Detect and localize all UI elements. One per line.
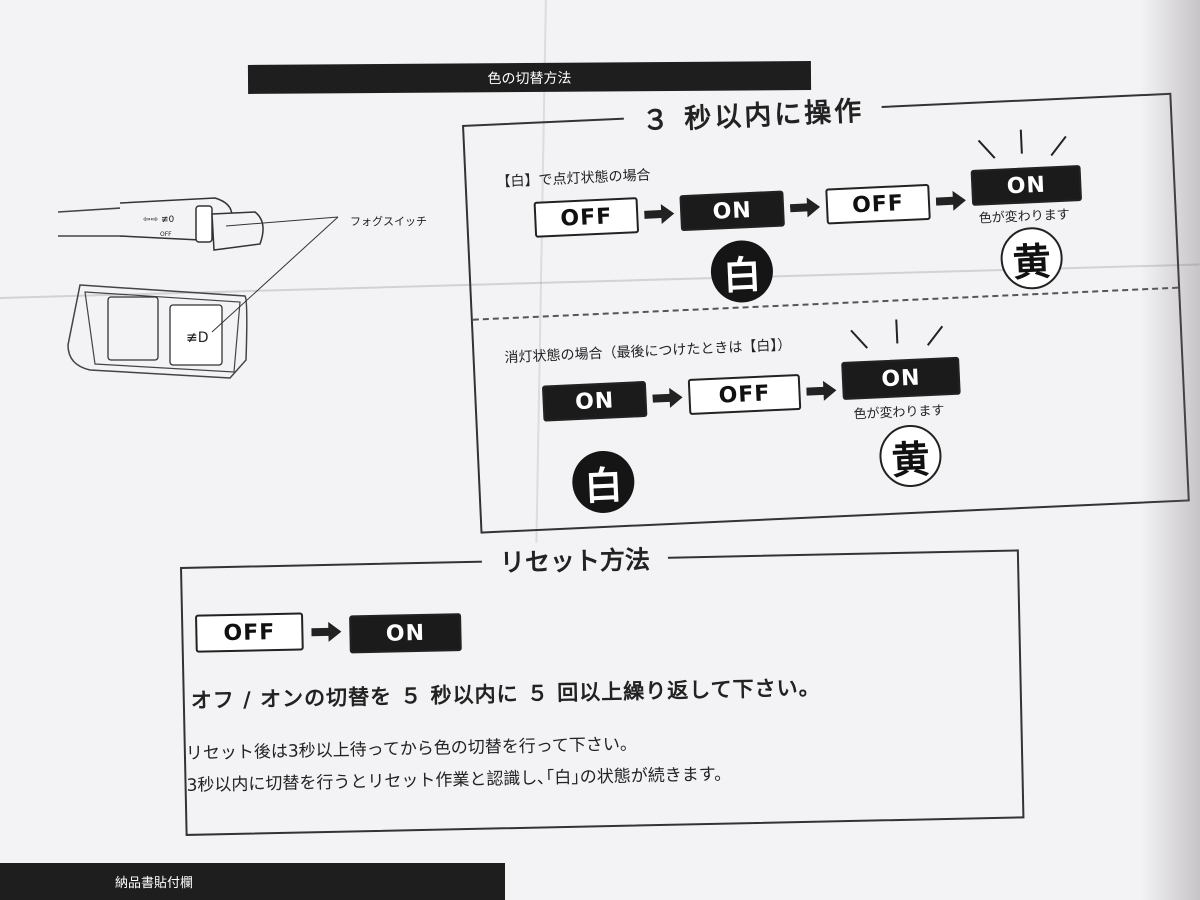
reset-note-2: 3秒以内に切替を行うとリセット作業と認識し､｢白｣の状態が続きます。 [186,764,732,796]
arrow-right-icon [789,197,821,218]
arrow-right-icon [311,621,342,642]
reset-note-1: リセット後は3秒以上待ってから色の切替を行って下さい。 [185,734,638,764]
light-ray-icon [1050,135,1067,157]
case-divider [472,286,1179,321]
case2-label: 消灯状態の場合（最後につけたときは【白】） [504,337,792,367]
arrow-right-icon [935,190,966,211]
arrow-right-icon [806,380,837,401]
case1-step1-button: OFF [533,197,640,238]
reset-title: リセット方法 [481,539,669,580]
light-ray-icon [926,325,944,346]
case2-color-change-note: 色が変わります [853,403,945,423]
arrow-right-icon [644,204,675,225]
reset-off-button: OFF [195,612,304,653]
light-ray-icon [850,329,868,349]
case1-white-badge: 白 [709,239,775,304]
case1-label: 【白】で点灯状態の場合 [496,167,651,191]
reset-on-button: ON [349,613,462,654]
light-ray-icon [895,319,899,344]
background-edge [1140,0,1200,900]
case2-step2-button: OFF [687,373,802,415]
reset-panel: リセット方法 OFF ON オフ / オンの切替を ５ 秒以内に ５ 回以上繰り… [180,539,1025,836]
light-ray-icon [1019,129,1023,154]
fog-switch-label: フォグスイッチ [350,215,427,228]
operation-title: ３ 秒以内に操作 [623,87,883,139]
svg-text:⇦⇨ ≢0: ⇦⇨ ≢0 [143,215,174,225]
case1-color-change-note: 色が変わります [978,207,1071,227]
reset-instruction: オフ / オンの切替を ５ 秒以内に ５ 回以上繰り返して下さい。 [190,675,821,713]
footer-bar: 納品書貼付欄 [0,863,505,900]
case2-step1-button: ON [541,380,648,422]
case2-step3-button: ON [841,356,961,401]
case2-white-badge: 白 [570,449,636,515]
footer-title: 納品書貼付欄 [115,876,194,891]
section-header-title: 色の切替方法 [487,70,572,87]
operation-panel: ３ 秒以内に操作 【白】で点灯状態の場合 OFF ON OFF ON 色が変わり… [462,87,1190,534]
case2-yellow-badge: 黄 [878,423,943,489]
case1-yellow-badge: 黄 [999,225,1065,291]
light-ray-icon [977,139,996,159]
stalk-off-label: OFF [160,231,172,238]
svg-text:≢D: ≢D [186,330,209,346]
case1-step3-button: OFF [825,183,931,225]
fog-switch-diagram: ⇦⇨ ≢0 OFF ≢D [57,197,339,379]
case1-step2-button: ON [679,190,785,232]
case1-step4-button: ON [970,164,1083,206]
arrow-right-icon [652,387,683,408]
